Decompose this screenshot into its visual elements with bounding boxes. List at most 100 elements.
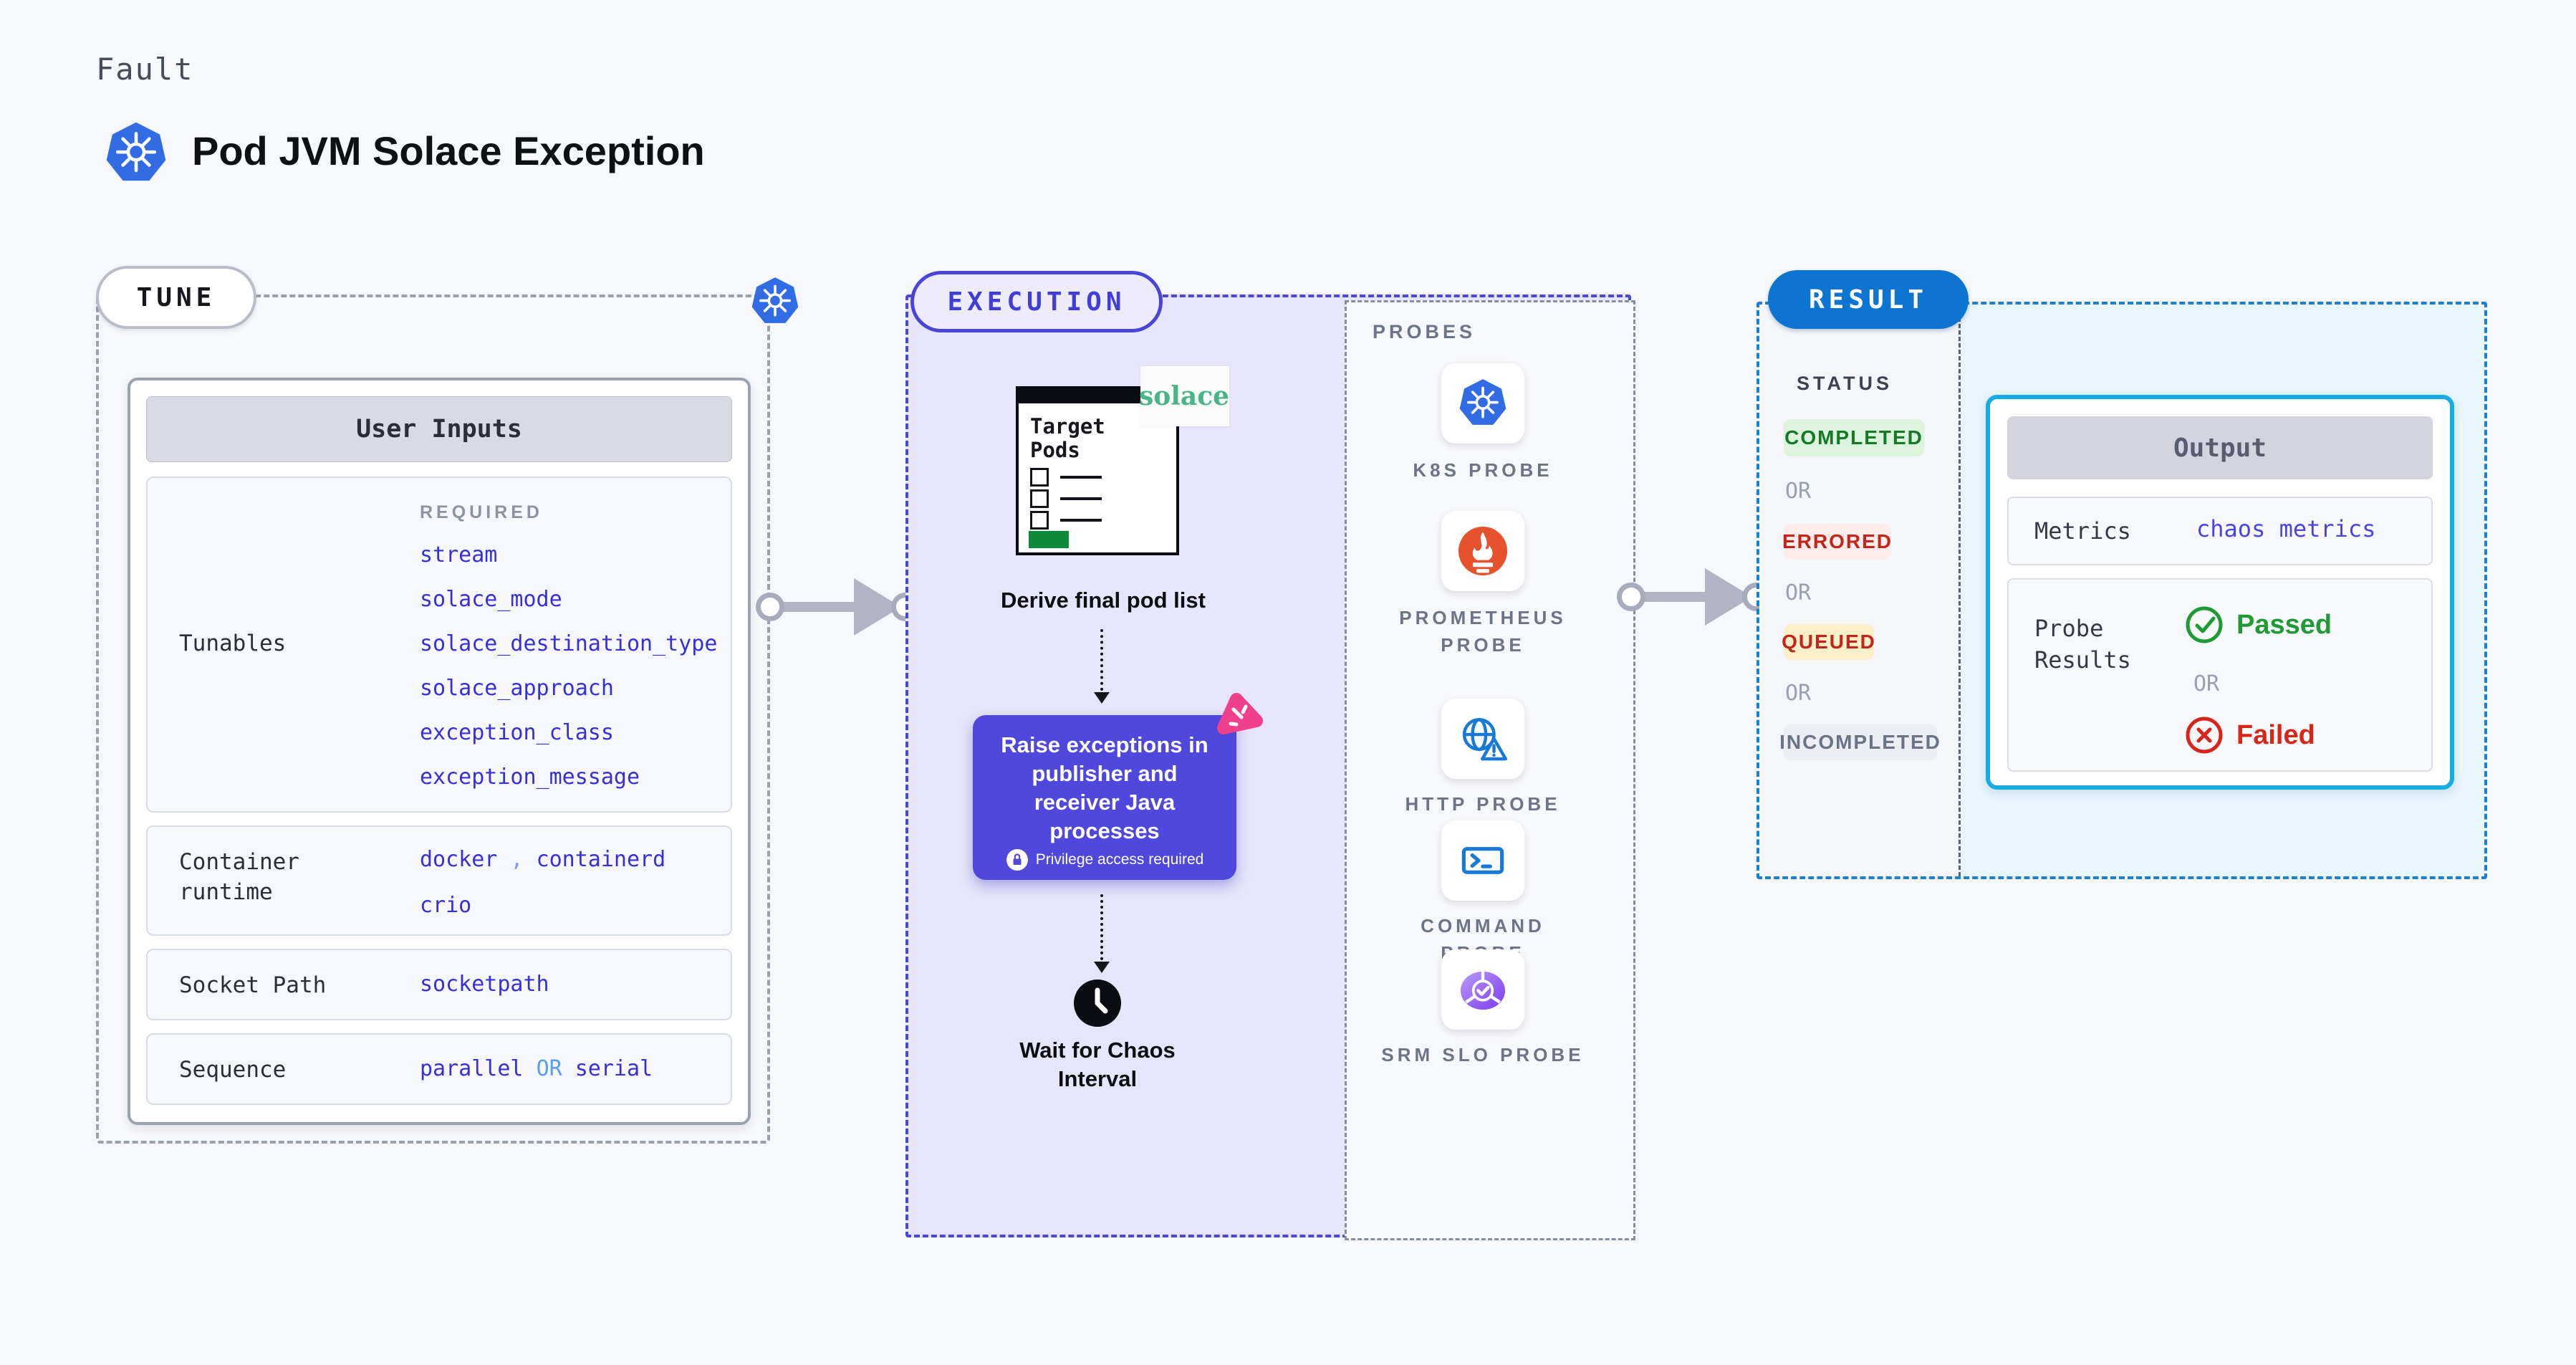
slo-donut-check-icon bbox=[1460, 971, 1506, 1010]
action-text: Raise exceptions in publisher and receiv… bbox=[1001, 732, 1208, 843]
execution-pill: EXECUTION bbox=[910, 271, 1163, 332]
prometheus-icon bbox=[1458, 526, 1508, 576]
kubernetes-title-icon bbox=[106, 122, 166, 181]
or-separator: OR bbox=[1785, 580, 1812, 605]
http-globe-warning-icon bbox=[1462, 718, 1508, 761]
pod-line bbox=[1060, 497, 1102, 500]
pod-line bbox=[1060, 476, 1102, 479]
result-divider bbox=[1959, 305, 1961, 876]
result-pill: RESULT bbox=[1768, 270, 1969, 329]
checkbox-icon bbox=[1030, 489, 1049, 508]
tune-pill: TUNE bbox=[96, 266, 256, 329]
runtime-containerd: containerd bbox=[536, 847, 666, 872]
pod-line bbox=[1060, 519, 1102, 522]
kubernetes-icon bbox=[1459, 379, 1506, 425]
raise-exception-action-card: Raise exceptions in publisher and receiv… bbox=[973, 715, 1236, 880]
tune-to-execution-arrow-line bbox=[770, 602, 860, 612]
tunables-row: Tunables REQUIRED stream solace_mode sol… bbox=[146, 476, 732, 813]
target-pods-title: Target Pods bbox=[1030, 414, 1105, 462]
probe-card-prometheus bbox=[1441, 511, 1524, 591]
or-separator: OR bbox=[1785, 479, 1812, 504]
probe-label-http: HTTP PROBE bbox=[1405, 793, 1561, 815]
pod-check-row bbox=[1030, 511, 1102, 530]
tune-arrow-start-node bbox=[756, 593, 784, 621]
flow-dotted-arrow bbox=[1100, 629, 1103, 691]
terminal-icon bbox=[1461, 847, 1504, 874]
metrics-label: Metrics bbox=[2034, 517, 2131, 545]
solace-logo: solace bbox=[1138, 366, 1230, 426]
chaos-pink-icon bbox=[1217, 693, 1263, 734]
probe-label-prometheus: PROMETHEUS PROBE bbox=[1399, 607, 1567, 656]
solace-logo-text: solace bbox=[1138, 381, 1230, 411]
metrics-value: chaos metrics bbox=[2196, 515, 2376, 542]
tunable-value: exception_class bbox=[420, 720, 614, 745]
result-status-column-bg bbox=[1759, 305, 1959, 876]
probe-card-srm-slo bbox=[1441, 949, 1524, 1030]
status-badge-completed: COMPLETED bbox=[1784, 419, 1924, 456]
lock-icon bbox=[1006, 849, 1028, 871]
checkbox-icon bbox=[1030, 511, 1049, 530]
page-title: Pod JVM Solace Exception bbox=[192, 128, 705, 173]
status-badge-errored: ERRORED bbox=[1782, 524, 1891, 560]
probe-card-command bbox=[1441, 820, 1524, 901]
tunable-value: solace_mode bbox=[420, 587, 562, 612]
sequence-parallel: parallel bbox=[420, 1056, 524, 1081]
or-separator: OR bbox=[1785, 681, 1812, 706]
privilege-text: Privilege access required bbox=[1035, 851, 1204, 868]
probe-label-k8s: K8S PROBE bbox=[1413, 459, 1553, 481]
failed-cross-icon bbox=[2186, 717, 2223, 754]
execution-arrow-start-node bbox=[1617, 583, 1645, 611]
container-runtime-label: Container runtime bbox=[179, 849, 299, 905]
probe-card-http bbox=[1441, 699, 1524, 779]
checkbox-icon bbox=[1030, 468, 1049, 487]
probe-label-srm-slo: SRM SLO PROBE bbox=[1381, 1044, 1585, 1065]
fault-kicker: Fault bbox=[96, 52, 194, 87]
container-runtime-values-line1: docker , containerd bbox=[420, 847, 665, 872]
probe-results-row: Probe Results Passed OR Failed bbox=[2007, 578, 2433, 772]
kubernetes-corner-icon bbox=[751, 277, 799, 323]
green-progress-bar bbox=[1029, 531, 1069, 548]
pod-check-row bbox=[1030, 489, 1102, 508]
required-label: REQUIRED bbox=[420, 502, 543, 522]
tunable-value: solace_approach bbox=[420, 676, 614, 701]
tunable-value: exception_message bbox=[420, 765, 640, 790]
flow-dotted-arrow bbox=[1100, 894, 1103, 960]
wait-chaos-interval-label: Wait for Chaos Interval bbox=[1019, 1038, 1176, 1091]
sequence-label: Sequence bbox=[179, 1057, 287, 1083]
execution-to-result-arrow-line bbox=[1631, 592, 1710, 602]
socket-path-row: Socket Path socketpath bbox=[146, 949, 732, 1020]
sequence-row: Sequence parallel OR serial bbox=[146, 1033, 732, 1105]
clock-icon bbox=[1074, 980, 1121, 1027]
runtime-crio: crio bbox=[420, 893, 472, 918]
status-label: STATUS bbox=[1797, 373, 1893, 394]
or-separator: OR bbox=[2193, 671, 2220, 696]
probe-card-k8s bbox=[1441, 363, 1524, 444]
tunables-label: Tunables bbox=[179, 631, 287, 656]
output-card: Output Metrics chaos metrics Probe Resul… bbox=[1986, 395, 2454, 790]
probes-title: PROBES bbox=[1373, 321, 1476, 343]
tunable-value: solace_destination_type bbox=[420, 631, 718, 656]
derive-pod-list-label: Derive final pod list bbox=[1001, 588, 1206, 613]
failed-label: Failed bbox=[2236, 720, 2315, 750]
tunable-value: stream bbox=[420, 542, 498, 567]
socket-path-value: socketpath bbox=[420, 972, 549, 997]
flow-dotted-arrowhead bbox=[1094, 692, 1110, 704]
runtime-docker: docker bbox=[420, 847, 498, 872]
output-header: Output bbox=[2007, 416, 2433, 479]
probe-results-label: Probe Results bbox=[2034, 615, 2131, 674]
flow-dotted-arrowhead bbox=[1094, 962, 1110, 973]
sequence-serial: serial bbox=[575, 1056, 653, 1081]
status-badge-queued: QUEUED bbox=[1782, 624, 1875, 660]
privilege-note: Privilege access required bbox=[973, 848, 1236, 871]
passed-label: Passed bbox=[2236, 610, 2332, 640]
metrics-row: Metrics chaos metrics bbox=[2007, 497, 2433, 565]
passed-check-icon bbox=[2186, 606, 2223, 643]
container-runtime-row: Container runtime docker , containerd cr… bbox=[146, 825, 732, 936]
status-badge-incompleted: INCOMPLETED bbox=[1779, 724, 1940, 760]
socket-path-label: Socket Path bbox=[179, 972, 327, 998]
tune-region bbox=[96, 294, 770, 1144]
sequence-or: OR bbox=[536, 1056, 562, 1081]
pod-check-row bbox=[1030, 468, 1102, 487]
user-inputs-header: User Inputs bbox=[146, 396, 732, 462]
